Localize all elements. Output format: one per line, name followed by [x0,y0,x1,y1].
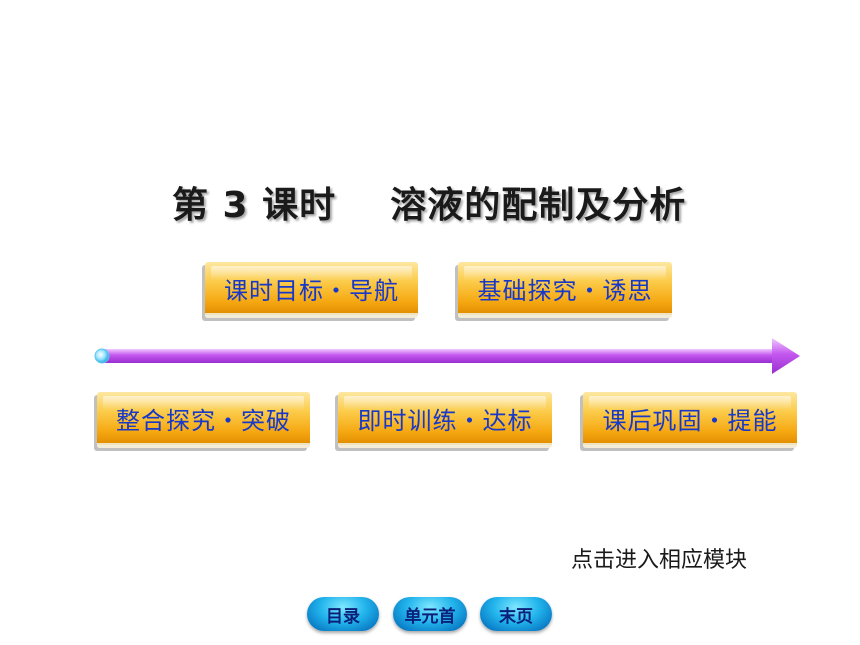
module-button-integrated-explore[interactable]: 整合探究・突破 [97,392,310,448]
unit-home-label: 单元首 [404,606,456,627]
purple-arrow-icon [94,338,800,374]
module-label: 基础探究・诱思 [477,277,653,305]
last-page-button[interactable]: 末页 [480,597,552,631]
module-label: 课后巩固・提能 [602,407,778,435]
module-button-basic-explore[interactable]: 基础探究・诱思 [458,262,672,318]
contents-label: 目录 [326,606,360,627]
page-title: 第 3 课时 溶液的配制及分析 [172,185,687,226]
module-label: 即时训练・达标 [357,407,533,435]
module-button-practice[interactable]: 即时训练・达标 [338,392,552,448]
contents-button[interactable]: 目录 [307,597,379,631]
module-label: 课时目标・导航 [224,277,399,305]
last-page-label: 末页 [499,606,533,627]
module-label: 整合探究・突破 [116,407,291,435]
unit-home-button[interactable]: 单元首 [393,597,467,631]
module-button-objectives[interactable]: 课时目标・导航 [205,262,418,318]
module-button-review[interactable]: 课后巩固・提能 [583,392,797,448]
hint-text: 点击进入相应模块 [571,548,748,573]
